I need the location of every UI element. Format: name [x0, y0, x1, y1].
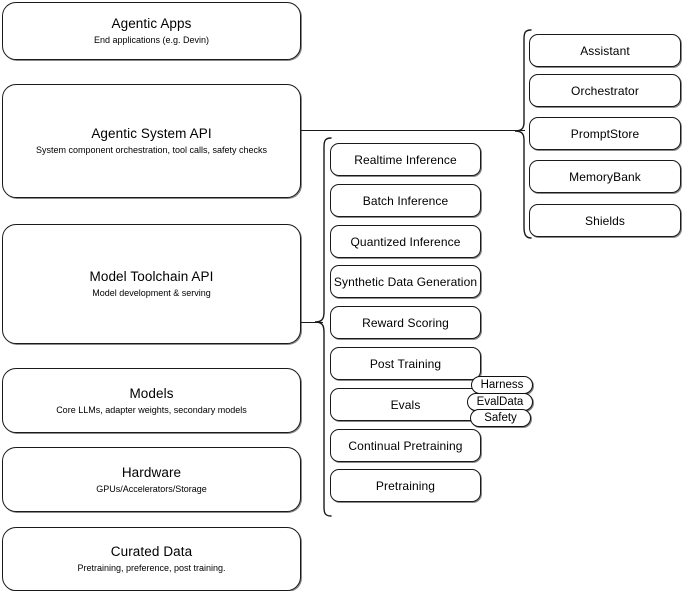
- layer-title: Agentic System API: [91, 126, 212, 141]
- toolchain-item-label: Post Training: [369, 356, 442, 371]
- layer-title: Agentic Apps: [111, 16, 192, 31]
- layer-subtitle: System component orchestration, tool cal…: [35, 145, 268, 155]
- agentic-component-orchestrator[interactable]: Orchestrator: [529, 74, 681, 107]
- toolchain-item-label: Pretraining: [375, 478, 436, 493]
- toolchain-item-label: Synthetic Data Generation: [333, 274, 478, 289]
- agentic-component-label: Shields: [584, 213, 626, 228]
- agentic-component-assistant[interactable]: Assistant: [529, 34, 681, 67]
- layer-title: Hardware: [121, 464, 182, 480]
- toolchain-item-pretraining[interactable]: Pretraining: [330, 469, 481, 502]
- toolchain-item-batch-inference[interactable]: Batch Inference: [330, 184, 481, 217]
- toolchain-item-label: Batch Inference: [362, 193, 449, 208]
- layer-subtitle: GPUs/Accelerators/Storage: [96, 483, 207, 494]
- eval-subcomponent-label: EvalData: [476, 396, 524, 408]
- brace-agentic-system-components: [513, 28, 533, 240]
- toolchain-item-label: Evals: [390, 397, 421, 412]
- toolchain-item-post-training[interactable]: Post Training: [330, 347, 481, 380]
- toolchain-item-continual-pretraining[interactable]: Continual Pretraining: [330, 429, 481, 462]
- toolchain-item-label: Quantized Inference: [350, 234, 461, 249]
- stack-layer-hardware[interactable]: Hardware GPUs/Accelerators/Storage: [2, 447, 301, 512]
- layer-title: Models: [129, 385, 174, 401]
- agentic-component-promptstore[interactable]: PromptStore: [529, 117, 681, 150]
- toolchain-item-quantized-inference[interactable]: Quantized Inference: [330, 225, 481, 258]
- toolchain-item-realtime-inference[interactable]: Realtime Inference: [330, 143, 481, 176]
- stack-layer-agentic-apps[interactable]: Agentic Apps End applications (e.g. Devi…: [2, 2, 301, 60]
- stack-layer-models[interactable]: Models Core LLMs, adapter weights, secon…: [2, 368, 301, 433]
- connector-agentic-system-api-to-components: [301, 130, 525, 131]
- layer-subtitle: Pretraining, preference, post training.: [77, 563, 226, 573]
- agentic-component-label: MemoryBank: [569, 169, 641, 184]
- toolchain-item-label: Continual Pretraining: [348, 438, 463, 453]
- agentic-component-label: PromptStore: [570, 126, 640, 141]
- toolchain-item-label: Realtime Inference: [354, 152, 457, 167]
- connector-model-toolchain-api-to-components: [301, 322, 323, 323]
- stack-layer-agentic-system-api[interactable]: Agentic System API System component orch…: [2, 84, 301, 198]
- brace-toolchain-components: [313, 136, 333, 518]
- agentic-component-label: Assistant: [580, 43, 630, 58]
- eval-subcomponent-label: Harness: [480, 379, 524, 391]
- layer-subtitle: Model development & serving: [92, 288, 211, 298]
- toolchain-item-evals[interactable]: Evals: [330, 388, 481, 421]
- stack-layer-model-toolchain-api[interactable]: Model Toolchain API Model development & …: [2, 224, 301, 344]
- toolchain-item-reward-scoring[interactable]: Reward Scoring: [330, 306, 481, 339]
- stack-layer-curated-data[interactable]: Curated Data Pretraining, preference, po…: [2, 527, 301, 591]
- layer-title: Model Toolchain API: [89, 269, 214, 284]
- eval-subcomponent-evaldata[interactable]: EvalData: [467, 393, 533, 411]
- layer-subtitle: Core LLMs, adapter weights, secondary mo…: [56, 404, 247, 415]
- layer-subtitle: End applications (e.g. Devin): [93, 35, 210, 45]
- agentic-component-shields[interactable]: Shields: [529, 204, 681, 237]
- eval-subcomponent-harness[interactable]: Harness: [471, 376, 533, 394]
- agentic-component-memorybank[interactable]: MemoryBank: [529, 160, 681, 193]
- eval-subcomponent-safety[interactable]: Safety: [470, 409, 531, 427]
- toolchain-item-label: Reward Scoring: [362, 315, 449, 330]
- agentic-component-label: Orchestrator: [571, 83, 639, 98]
- eval-subcomponent-label: Safety: [484, 412, 517, 424]
- layer-title: Curated Data: [110, 544, 193, 559]
- toolchain-item-synthetic-data-generation[interactable]: Synthetic Data Generation: [330, 265, 481, 298]
